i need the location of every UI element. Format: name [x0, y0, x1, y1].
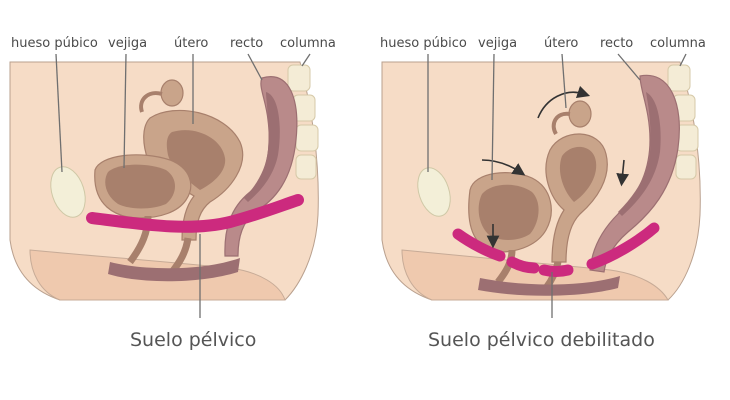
- perineum: [478, 276, 620, 296]
- bladder-inner: [105, 164, 175, 209]
- vertebra: [295, 124, 319, 152]
- caption-normal: Suelo pélvico: [130, 329, 256, 351]
- pubic-bone: [50, 166, 86, 218]
- rectum-inner: [618, 92, 661, 216]
- pelvic-floor-muscle-segment: [452, 228, 506, 262]
- uterus-inner: [559, 146, 597, 202]
- ovary: [568, 100, 592, 128]
- panel-normal: hueso púbico vejiga útero recto columna …: [9, 36, 336, 351]
- label-rectum: recto: [600, 36, 633, 51]
- leader-rectum: [617, 53, 641, 81]
- leader-spine: [679, 53, 687, 67]
- spine-vertebrae: [287, 64, 319, 180]
- vertebra: [675, 154, 697, 180]
- leader-pubic-bone: [55, 53, 63, 173]
- leader-spine: [301, 53, 311, 67]
- label-spine: columna: [650, 36, 706, 51]
- bladder-inner: [478, 184, 539, 240]
- pelvic-floor-muscle-segment: [506, 256, 540, 274]
- rectum-inner: [244, 92, 280, 202]
- leader-uterus: [561, 53, 567, 109]
- label-spine: columna: [280, 36, 336, 51]
- caption-weakened: Suelo pélvico debilitado: [428, 329, 655, 351]
- urethra: [495, 249, 516, 285]
- label-rectum: recto: [230, 36, 263, 51]
- pelvic-floor-muscle: [86, 194, 304, 233]
- leader-bladder: [123, 53, 127, 169]
- pelvic-floor-muscle-segment: [538, 264, 574, 277]
- label-uterus: útero: [544, 36, 578, 51]
- panel-weakened: hueso púbico vejiga útero recto columna …: [380, 36, 706, 351]
- leader-rectum: [247, 53, 263, 81]
- fallopian-tube: [551, 111, 571, 136]
- label-pubic-bone: hueso púbico: [11, 36, 98, 51]
- perineum: [108, 258, 240, 282]
- arrow-rectum-down: [616, 159, 630, 187]
- label-pubic-bone: hueso púbico: [380, 36, 467, 51]
- ovary: [160, 79, 184, 107]
- vertebra: [295, 154, 317, 180]
- leader-bladder: [491, 53, 495, 181]
- uterus-inner: [166, 130, 226, 190]
- pubic-bone: [417, 167, 451, 217]
- label-uterus: útero: [174, 36, 208, 51]
- arrow-uterus-rotate: [537, 85, 591, 119]
- vertebra: [667, 64, 691, 92]
- pelvic-floor-muscle-segment: [586, 222, 660, 270]
- fallopian-tube: [139, 91, 163, 113]
- label-bladder: vejiga: [108, 36, 147, 51]
- vertebra: [287, 64, 311, 92]
- arrow-bladder-shift: [481, 159, 526, 176]
- label-bladder: vejiga: [478, 36, 517, 51]
